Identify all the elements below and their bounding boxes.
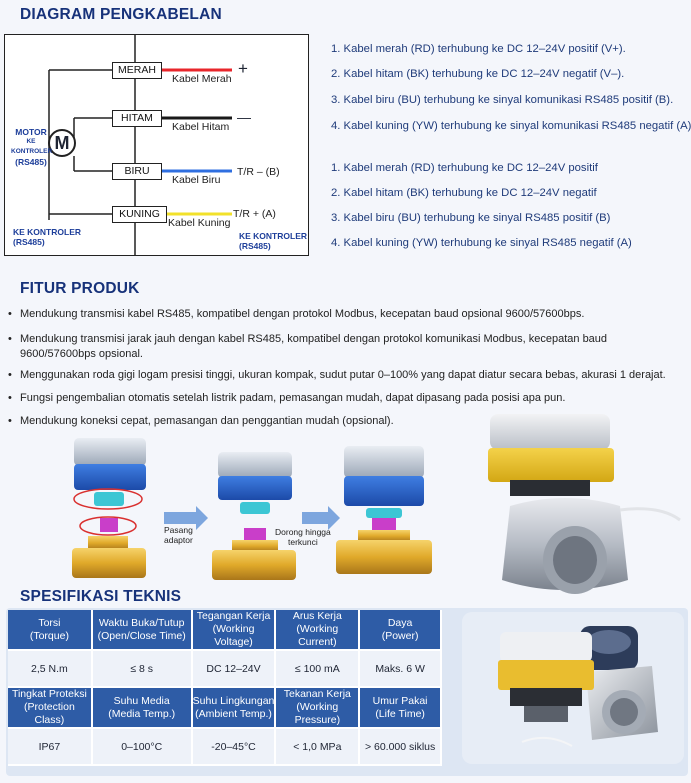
feature-item: •Menggunakan roda gigi logam presisi tin… xyxy=(8,369,666,381)
note-1-4: 4. Kabel kuning (YW) terhubung ke sinyal… xyxy=(331,120,691,132)
box-biru: BIRU xyxy=(112,163,162,180)
table-row: Torsi(Torque) Waktu Buka/Tutup(Open/Clos… xyxy=(8,610,442,651)
note-2-4: 4. Kabel kuning (YW) terhubung ke sinyal… xyxy=(331,237,632,249)
note-1-1: 1. Kabel merah (RD) terhubung ke DC 12–2… xyxy=(331,43,626,55)
spec-header-pressure: Tekanan Kerja(Working Pressure) xyxy=(275,687,361,729)
step-2-caption: Dorong hingga terkunci xyxy=(275,527,331,547)
valve-step-1 xyxy=(72,438,146,578)
spec-header-ambient-temp: Suhu Lingkungan(Ambient Temp.) xyxy=(191,687,277,729)
feature-item: •Mendukung koneksi cepat, pemasangan dan… xyxy=(8,415,394,427)
sign-plus: + xyxy=(238,59,248,78)
label-kabel-biru: Kabel Biru xyxy=(172,174,221,186)
feature-item: •Fungsi pengembalian otomatis setelah li… xyxy=(8,392,566,404)
note-2-3: 3. Kabel biru (BU) terhubung ke sinyal R… xyxy=(331,212,611,224)
spec-header-voltage: Tegangan Kerja(Working Voltage) xyxy=(191,610,277,651)
spec-value-voltage: DC 12–24V xyxy=(191,650,277,688)
sign-tr-minus: T/R – (B) xyxy=(237,166,280,178)
wiring-diagram: MERAH HITAM BIRU KUNING Kabel Merah Kabe… xyxy=(4,33,309,256)
spec-header-time: Waktu Buka/Tutup(Open/Close Time) xyxy=(91,610,193,651)
table-row: Tingkat Proteksi(Protection Class) Suhu … xyxy=(8,687,442,729)
spec-header-media-temp: Suhu Media(Media Temp.) xyxy=(91,687,193,729)
spec-table: Torsi(Torque) Waktu Buka/Tutup(Open/Clos… xyxy=(8,610,442,766)
spec-value-protection: IP67 xyxy=(8,728,93,766)
spec-header-power: Daya(Power) xyxy=(359,610,442,651)
specs-title: SPESIFIKASI TEKNIS xyxy=(20,588,182,605)
feature-item: •Mendukung transmisi kabel RS485, kompat… xyxy=(8,308,585,320)
arrow-step-2 xyxy=(302,506,340,530)
right-controller-label: KE KONTROLER (RS485) xyxy=(239,231,307,251)
spec-value-time: ≤ 8 s xyxy=(91,650,193,688)
box-kuning: KUNING xyxy=(112,206,167,223)
label-kabel-kuning: Kabel Kuning xyxy=(168,217,231,229)
note-2-2: 2. Kabel hitam (BK) terhubung ke DC 12–2… xyxy=(331,187,597,199)
note-1-3: 3. Kabel biru (BU) terhubung ke sinyal k… xyxy=(331,94,674,106)
assembly-illustration xyxy=(72,438,432,580)
note-2-1: 1. Kabel merah (RD) terhubung ke DC 12–2… xyxy=(331,162,598,174)
valve-step-3 xyxy=(336,446,432,574)
spec-value-pressure: < 1,0 MPa xyxy=(275,728,361,766)
spec-header-current: Arus Kerja(Working Current) xyxy=(275,610,361,651)
note-1-2: 2. Kabel hitam (BK) terhubung ke DC 12–2… xyxy=(331,68,625,80)
spec-value-power: Maks. 6 W xyxy=(359,650,442,688)
spec-value-media-temp: 0–100°C xyxy=(91,728,193,766)
features-title: FITUR PRODUK xyxy=(20,280,140,297)
spec-header-protection: Tingkat Proteksi(Protection Class) xyxy=(8,687,93,729)
spec-value-lifetime: > 60.000 siklus xyxy=(359,728,442,766)
label-kabel-hitam: Kabel Hitam xyxy=(172,121,230,133)
valve-step-2 xyxy=(212,452,296,580)
product-photo-small xyxy=(462,612,684,764)
diagram-title: DIAGRAM PENGKABELAN xyxy=(20,6,222,23)
table-row: IP67 0–100°C -20–45°C < 1,0 MPa > 60.000… xyxy=(8,728,442,766)
spec-value-current: ≤ 100 mA xyxy=(275,650,361,688)
sign-tr-plus: T/R + (A) xyxy=(233,208,276,220)
sign-minus: — xyxy=(237,109,251,125)
product-photo-large xyxy=(488,414,681,594)
spec-header-torque: Torsi(Torque) xyxy=(8,610,93,651)
box-hitam: HITAM xyxy=(112,110,162,127)
feature-item: •Mendukung transmisi jarak jauh dengan k… xyxy=(8,333,608,360)
arrow-step-1 xyxy=(164,506,208,530)
spec-value-ambient-temp: -20–45°C xyxy=(191,728,277,766)
box-merah: MERAH xyxy=(112,62,162,79)
label-kabel-merah: Kabel Merah xyxy=(172,73,232,85)
motor-label: MOTOR KE KONTROLER (RS485) xyxy=(11,127,53,167)
spec-value-torque: 2,5 N.m xyxy=(8,650,93,688)
left-controller-label: KE KONTROLER (RS485) xyxy=(13,227,81,247)
motor-symbol: M xyxy=(48,129,76,157)
table-row: 2,5 N.m ≤ 8 s DC 12–24V ≤ 100 mA Maks. 6… xyxy=(8,650,442,688)
step-1-caption: Pasang adaptor xyxy=(164,525,193,545)
spec-header-lifetime: Umur Pakai(Life Time) xyxy=(359,687,442,729)
